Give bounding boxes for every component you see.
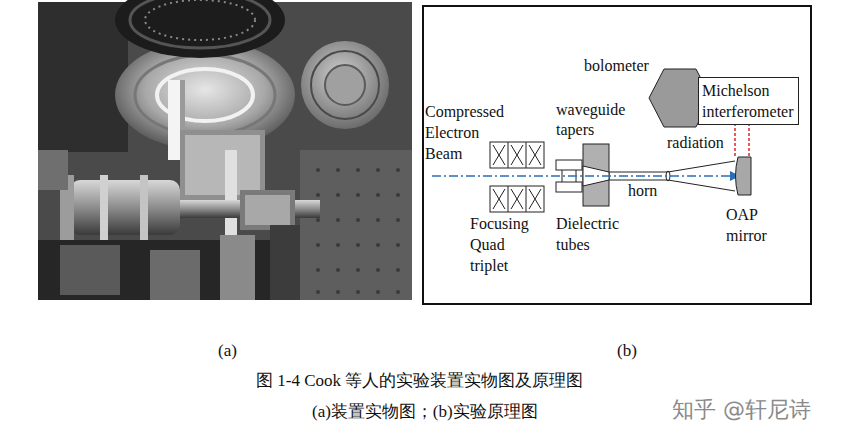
drawn-circle [356, 168, 360, 172]
drawn-rect [423, 6, 811, 304]
drawn-ellipse [145, 0, 255, 40]
drawn-path [508, 142, 526, 212]
drawn-circle [301, 41, 389, 129]
instrument-box: Michelson interferometer [698, 77, 799, 125]
drawn-circle [316, 268, 320, 272]
drawn-rect [185, 135, 260, 195]
subcaption: (a)装置实物图；(b)实验原理图 [312, 401, 538, 423]
part-label: horn [627, 182, 658, 199]
drawn-path [432, 175, 738, 177]
drawn-rect [60, 245, 120, 295]
drawn-circle [396, 290, 400, 294]
drawn-circle [376, 268, 380, 272]
part-label: radiation [667, 132, 724, 153]
drawn-circle [316, 290, 320, 294]
watermark: 知乎 @轩尼诗 [672, 395, 811, 424]
node-label: bolometer [584, 55, 649, 76]
node-label: OAP mirror [726, 204, 767, 246]
drawn-rect [245, 195, 290, 225]
drawn-ellipse [115, 0, 285, 58]
drawn-rect [220, 235, 255, 300]
drawn-rect [583, 144, 609, 206]
node-label: Michelson interferometer [702, 80, 794, 122]
drawn-circle [336, 218, 340, 222]
part-label: Focusing Quad triplet [470, 213, 529, 276]
part-label: Dielectric tubes [556, 213, 619, 255]
drawn-circle [316, 243, 320, 247]
drawn-rect [180, 130, 265, 200]
drawn-path [493, 189, 541, 209]
panel-label: (a) [218, 340, 237, 362]
drawn-circle [356, 218, 360, 222]
drawn-rect [100, 175, 108, 240]
drawn-circle [376, 243, 380, 247]
drawn-ellipse [135, 55, 275, 135]
drawn-g [493, 142, 541, 212]
drawn-circle [336, 193, 340, 197]
drawn-rect [270, 225, 300, 300]
drawn-circle [376, 218, 380, 222]
drawn-ellipse [130, 0, 270, 48]
drawn-circle [396, 193, 400, 197]
drawn-circle [336, 168, 340, 172]
drawn-circle [316, 218, 320, 222]
drawn-circle [356, 290, 360, 294]
drawn-rect [240, 190, 295, 230]
drawn-circle [325, 65, 365, 105]
drawn-circle [396, 243, 400, 247]
drawn-rect [490, 186, 544, 212]
oap-mirror: OAP mirror [732, 156, 752, 196]
drawn-circle [356, 268, 360, 272]
drawn-rect [225, 150, 237, 240]
drawn-circle [376, 193, 380, 197]
drawn-circle [316, 168, 320, 172]
beam-label: Compressed Electron Beam [425, 101, 504, 164]
drawn-circle [396, 268, 400, 272]
drawn-rect [168, 80, 180, 160]
drawn-circle [376, 290, 380, 294]
shape [736, 157, 752, 195]
panel-label: (b) [617, 340, 637, 362]
drawn-rect [556, 160, 582, 170]
part-label: waveguide tapers [556, 100, 625, 140]
drawn-rect [38, 240, 298, 300]
mirror-outline [732, 156, 752, 196]
drawn-circle [396, 168, 400, 172]
drawn-rect [70, 180, 180, 235]
drawn-circle [396, 218, 400, 222]
drawn-rect [150, 250, 200, 300]
drawn-rect [38, 150, 68, 190]
drawn-rect [556, 182, 582, 192]
drawn-circle [316, 193, 320, 197]
drawn-circle [336, 268, 340, 272]
radiation-path [735, 125, 749, 156]
drawn-rect [490, 142, 544, 168]
drawn-circle [336, 290, 340, 294]
figure-caption: 图 1-4 Cook 等人的实验装置实物图及原理图 [256, 370, 583, 392]
drawn-circle [336, 243, 340, 247]
drawn-circle [356, 243, 360, 247]
drawn-rect [38, 2, 128, 152]
drawn-rect [300, 150, 412, 300]
drawn-circle [356, 193, 360, 197]
drawn-circle [311, 51, 379, 119]
drawn-circle [376, 168, 380, 172]
drawn-g [316, 168, 400, 294]
drawn-path [493, 145, 541, 165]
drawn-rect [140, 175, 148, 240]
